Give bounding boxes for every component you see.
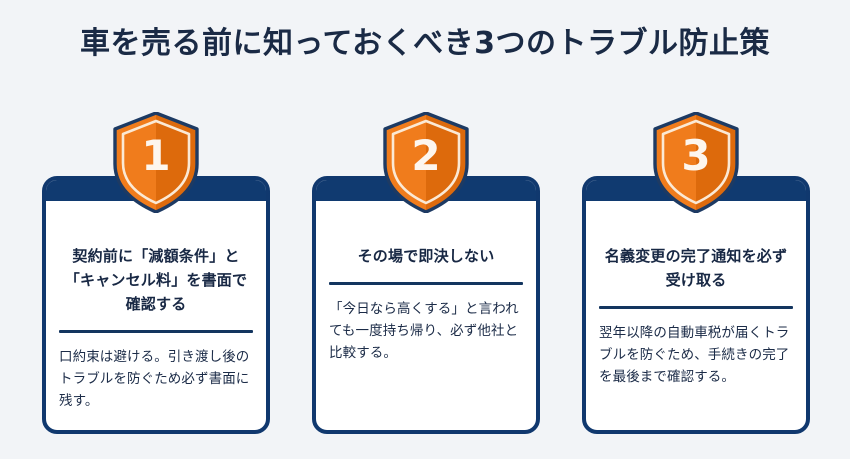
card-content-3: 名義変更の完了通知を必ず受け取る 翌年以降の自動車税が届くトラブルを防ぐため、手… — [586, 201, 806, 430]
card-body-1: 口約束は避ける。引き渡し後のトラブルを防ぐため必ず書面に残す。 — [59, 349, 250, 409]
card-content-1: 契約前に「減額条件」と「キャンセル料」を書面で確認する 口約束は避ける。引き渡し… — [46, 201, 266, 430]
card-divider-2 — [329, 282, 523, 285]
card-body-2: 「今日なら高くする」と言われても一度持ち帰り、必ず他社と比較する。 — [329, 301, 519, 361]
shield-badge-3: 3 — [653, 112, 739, 213]
page-title: 車を売る前に知っておくべき3つのトラブル防止策 — [80, 26, 770, 61]
card-heading-1: 契約前に「減額条件」と「キャンセル料」を書面で確認する — [64, 247, 248, 313]
card-content-2: その場で即決しない 「今日なら高くする」と言われても一度持ち帰り、必ず他社と比較… — [316, 201, 536, 430]
tip-card-1: 契約前に「減額条件」と「キャンセル料」を書面で確認する 口約束は避ける。引き渡し… — [42, 112, 270, 434]
card-heading-2: その場で即決しない — [357, 247, 495, 265]
card-divider-3 — [599, 306, 793, 309]
card-box-3: 名義変更の完了通知を必ず受け取る 翌年以降の自動車税が届くトラブルを防ぐため、手… — [582, 176, 810, 434]
shield-badge-2: 2 — [383, 112, 469, 213]
shield-badge-1: 1 — [113, 112, 199, 213]
card-box-2: その場で即決しない 「今日なら高くする」と言われても一度持ち帰り、必ず他社と比較… — [312, 176, 540, 434]
card-heading-3: 名義変更の完了通知を必ず受け取る — [604, 247, 788, 289]
tip-card-2: その場で即決しない 「今日なら高くする」と言われても一度持ち帰り、必ず他社と比較… — [312, 112, 540, 434]
tip-card-3: 名義変更の完了通知を必ず受け取る 翌年以降の自動車税が届くトラブルを防ぐため、手… — [582, 112, 810, 434]
card-body-3: 翌年以降の自動車税が届くトラブルを防ぐため、手続きの完了を最後まで確認する。 — [599, 325, 790, 385]
card-divider-1 — [59, 330, 253, 333]
card-box-1: 契約前に「減額条件」と「キャンセル料」を書面で確認する 口約束は避ける。引き渡し… — [42, 176, 270, 434]
cards-row: 契約前に「減額条件」と「キャンセル料」を書面で確認する 口約束は避ける。引き渡し… — [42, 112, 810, 437]
